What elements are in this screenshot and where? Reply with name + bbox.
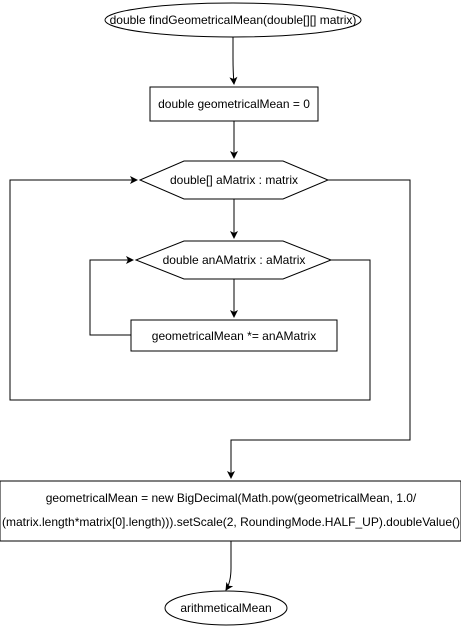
multiply-process-node: [130, 319, 338, 352]
edge-start-to-init: [229, 37, 238, 85]
result-process-label-line2: (matrix.length*matrix[0].length))).setSc…: [2, 515, 460, 529]
inner-loop-node: [134, 240, 333, 280]
multiply-process-label: geometricalMean *= anAMatrix: [152, 329, 316, 343]
end-node-label: arithmeticalMean: [180, 601, 271, 615]
outer-loop-label: double[] aMatrix : matrix: [170, 173, 298, 187]
init-process-label: double geometricalMean = 0: [158, 97, 310, 111]
end-node: [164, 590, 288, 626]
edge-outer-exit-to-result: [227, 179, 411, 479]
result-process-label-line1: geometricalMean = new BigDecimal(Math.po…: [46, 491, 417, 505]
outer-loop-node: [138, 160, 330, 200]
edge-inner-exit-to-outer-loop: [9, 176, 371, 401]
result-process-node: [0, 480, 461, 542]
edge-multiply-back-to-inner-loop: [89, 256, 134, 336]
start-node-label: double findGeometricalMean(double[][] ma…: [110, 13, 357, 27]
inner-loop-label: double anAMatrix : aMatrix: [163, 253, 306, 267]
init-process-node: [149, 86, 319, 122]
edge-result-to-end: [225, 541, 234, 591]
